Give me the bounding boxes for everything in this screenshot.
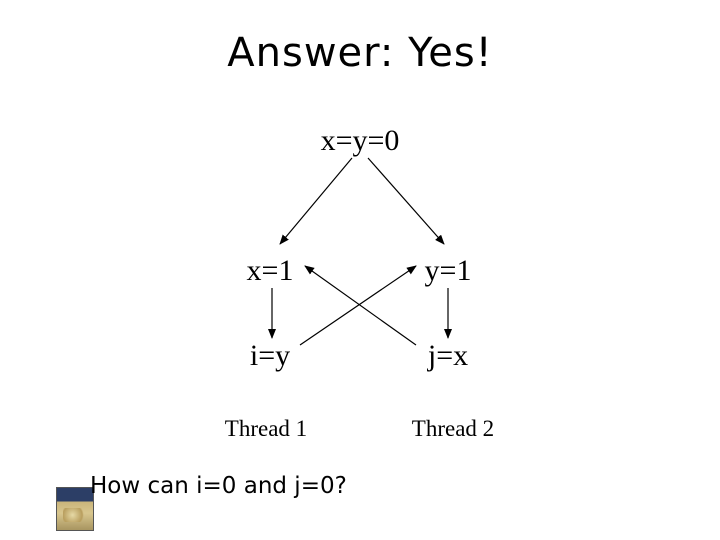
edge-jx-to-x1 (304, 265, 417, 346)
thread1-label: Thread 1 (225, 416, 307, 441)
question-text: How can i=0 and j=0? (90, 473, 347, 499)
edge-root-to-y1 (367, 157, 445, 245)
edge-iy-to-y1 (299, 265, 417, 346)
thread2-label: Thread 2 (412, 416, 494, 441)
thread1-read-node: i=y (250, 339, 290, 372)
edge-root-to-x1 (279, 157, 353, 245)
slide-title: Answer: Yes! (227, 30, 493, 76)
thread1-write-node: x=1 (247, 254, 294, 287)
book-cover-icon (56, 487, 94, 531)
thread2-read-node: j=x (427, 339, 468, 372)
root-node: x=y=0 (321, 124, 400, 157)
thread2-write-node: y=1 (425, 254, 472, 287)
